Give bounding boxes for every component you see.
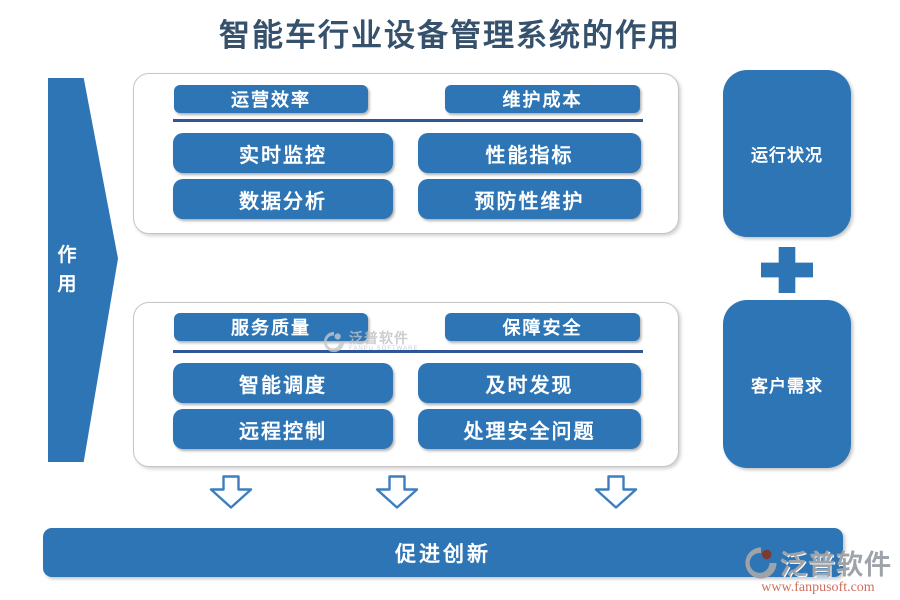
chip-maintenance-cost: 维护成本 [445,85,640,113]
box-operating-status: 运行状况 [723,70,851,237]
chip-realtime-monitoring: 实时监控 [173,133,393,173]
promote-innovation-bar: 促进创新 [43,528,843,577]
fanpu-logo-icon [745,546,777,579]
chip-operational-efficiency: 运营效率 [174,85,368,113]
watermark-corner-brand: 泛普软件 [780,550,892,580]
plus-icon [761,247,813,293]
chip-data-analysis: 数据分析 [173,179,393,219]
down-arrow-icon [375,475,419,509]
chip-performance-metrics: 性能指标 [418,133,641,173]
down-arrow-icon [594,475,638,509]
watermark-center: 泛普软件 FANPU SOFTWARE [323,330,419,353]
panel-operations-divider [173,119,643,122]
panel-service-divider [173,350,643,353]
page-title: 智能车行业设备管理系统的作用 [219,18,681,53]
chip-safety-assurance: 保障安全 [445,313,640,341]
watermark-corner-url: www.fanpusoft.com [761,580,875,595]
chip-smart-dispatch: 智能调度 [173,363,393,403]
down-arrow-icon [209,475,253,509]
watermark-center-sub: FANPU SOFTWARE [349,346,419,353]
watermark-center-brand: 泛普软件 [349,330,409,346]
chip-handle-safety-issues: 处理安全问题 [418,409,641,449]
watermark-corner: 泛普软件 www.fanpusoft.com [744,543,892,596]
chip-remote-control: 远程控制 [173,409,393,449]
role-pentagon-label: 作用 [57,244,77,295]
box-customer-needs: 客户需求 [723,300,851,468]
chip-preventive-maintenance: 预防性维护 [418,179,641,219]
chip-timely-detection: 及时发现 [418,363,641,403]
role-pentagon-arrow: 作用 [48,78,118,462]
fanpu-logo-icon [323,331,345,353]
